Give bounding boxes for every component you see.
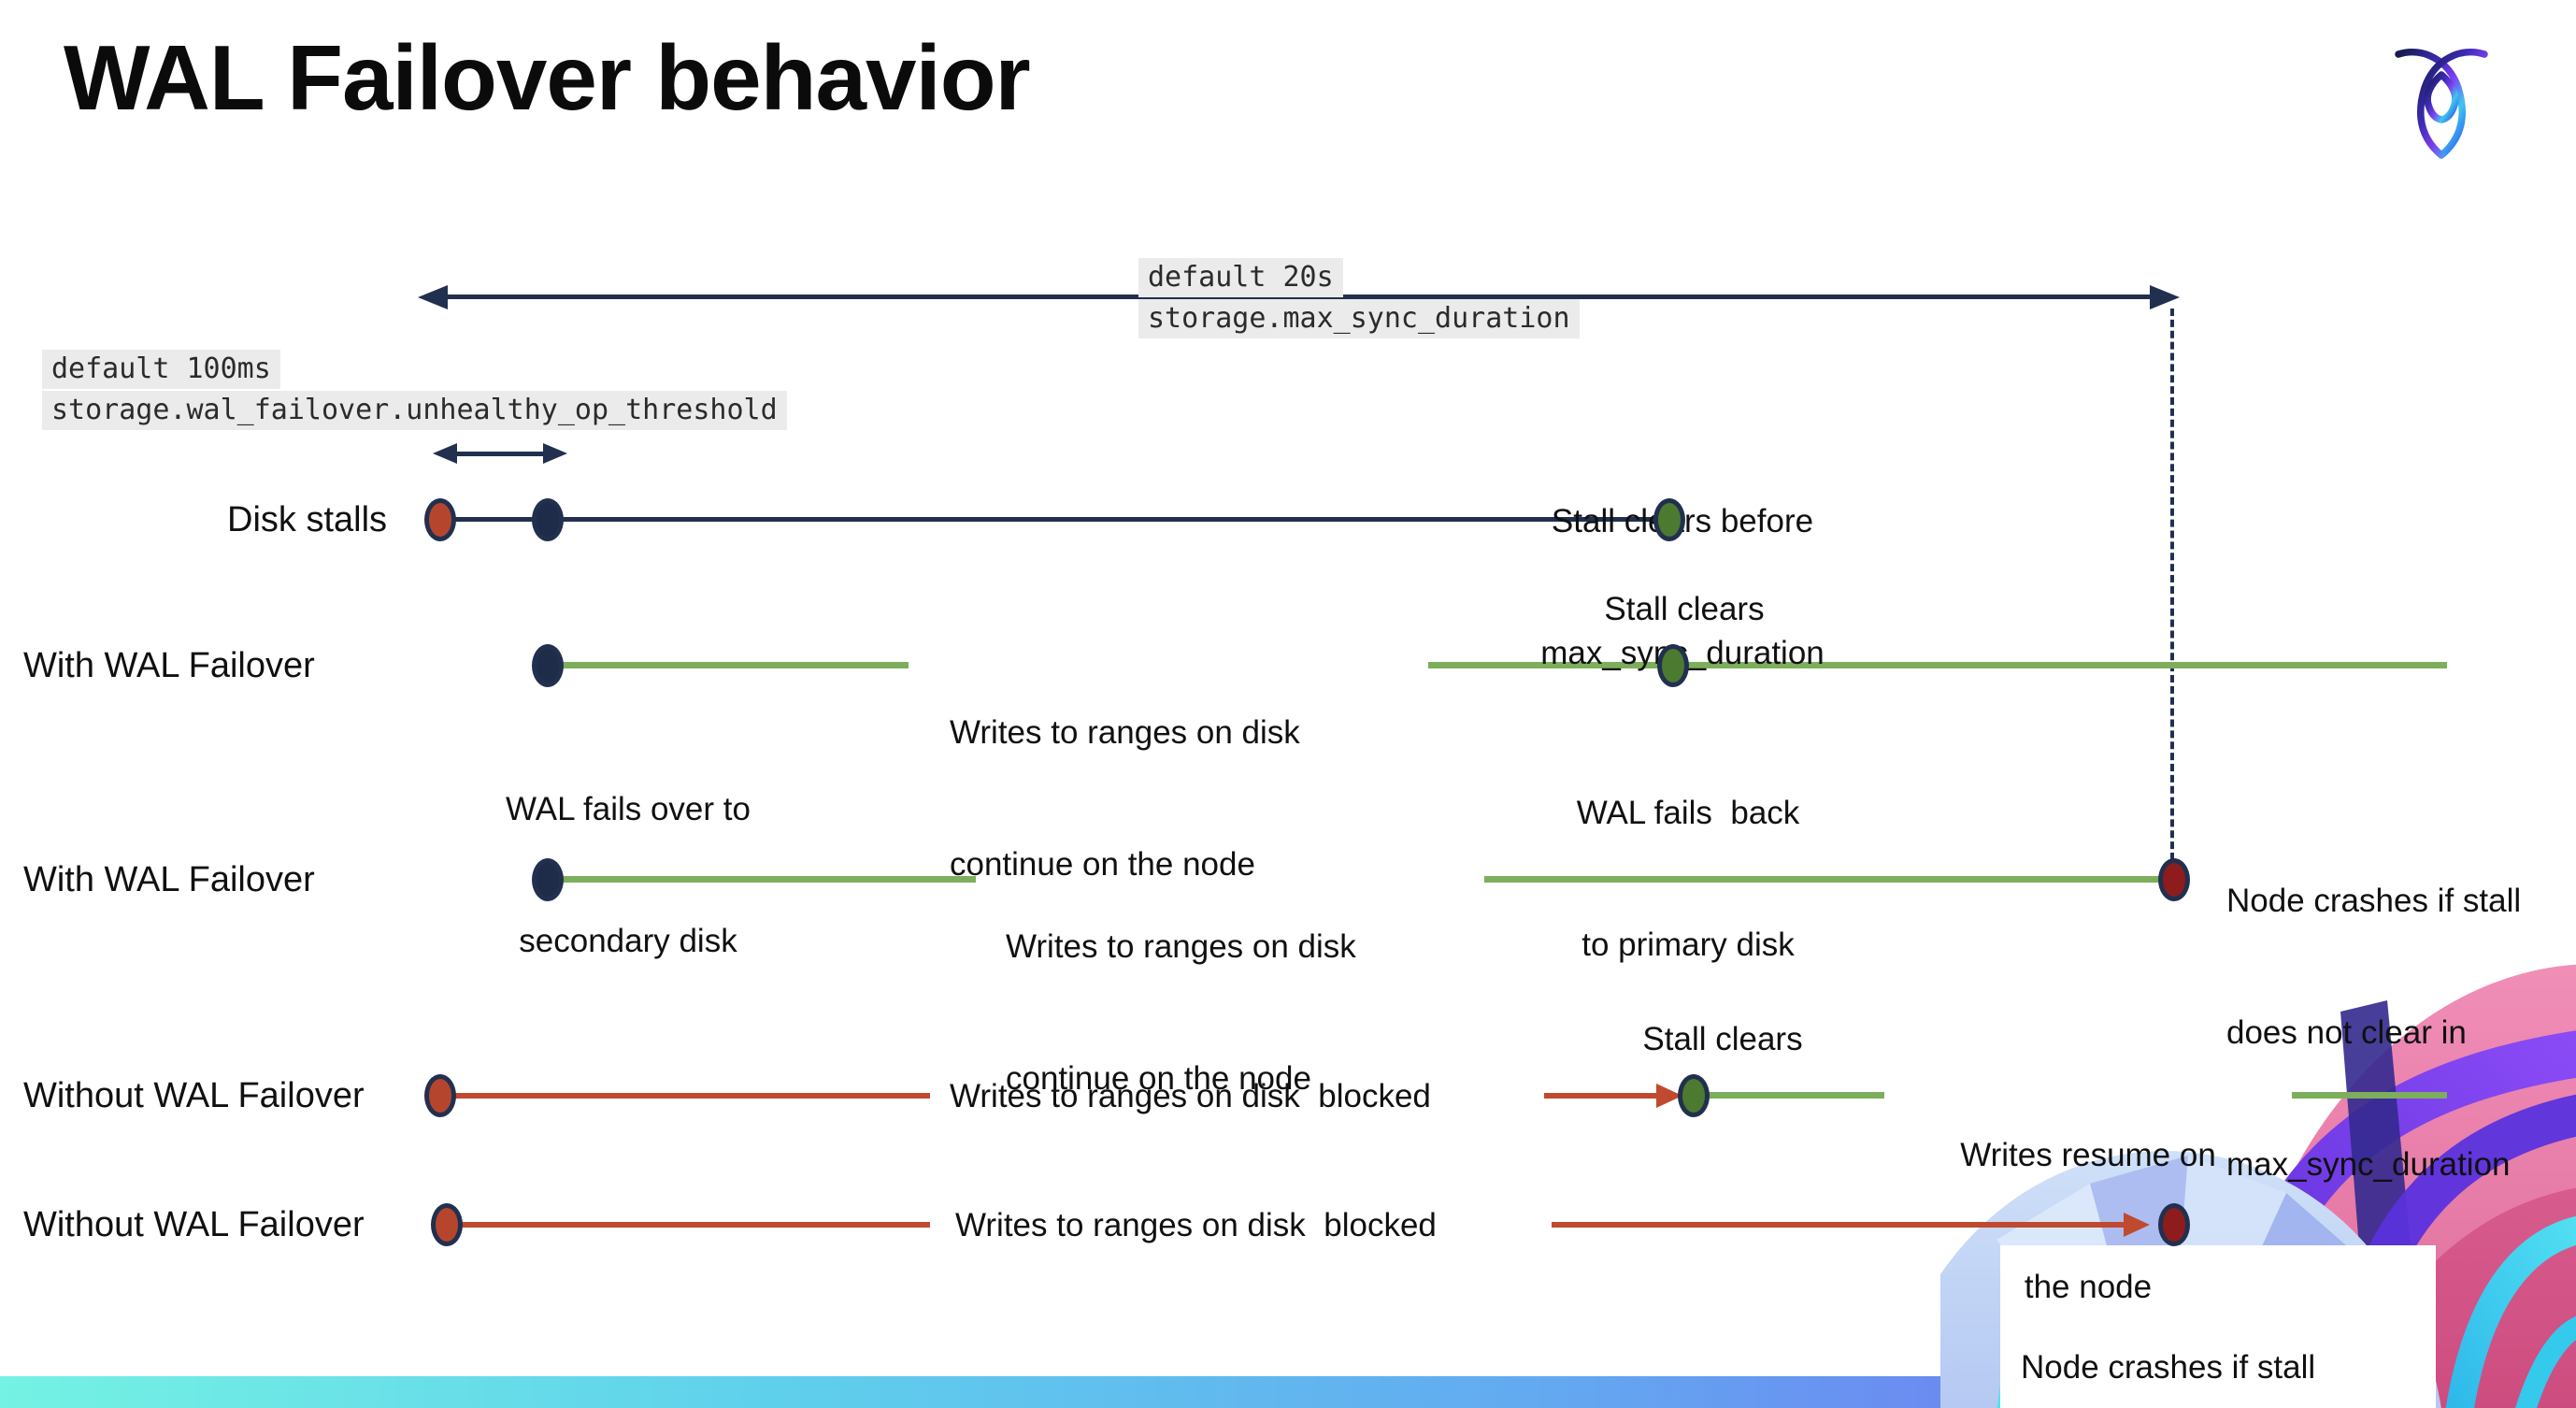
stall-clears-note: Stall clears	[1642, 1021, 1803, 1057]
unhealthy-op-setting-label: storage.wal_failover.unhealthy_op_thresh…	[42, 391, 787, 430]
row-label-without-wal-2: Without WAL Failover	[23, 1205, 365, 1244]
max-sync-setting-label: storage.max_sync_duration	[1138, 299, 1580, 338]
writes-blocked-line	[444, 1093, 930, 1099]
writes-continue-line	[1428, 662, 2447, 668]
stall-clears-note: Stall clears	[1604, 591, 1765, 627]
disk-stall-timeline-line	[440, 517, 1669, 522]
cockroachdb-mark	[2395, 49, 2488, 159]
writes-continue-note: Writes to ranges on disk continue on the…	[1006, 928, 1356, 1097]
writes-resume-note: Writes resume on the node	[1960, 1137, 2216, 1305]
crash-time-marker-line	[2170, 309, 2174, 860]
failover-trigger-dot	[532, 498, 564, 541]
wal-failback-note: WAL fails back to primary disk	[1576, 795, 1800, 963]
wal-failover-note: WAL fails over to secondary disk	[506, 791, 751, 959]
writes-blocked-note: Writes to ranges on disk blocked	[950, 1078, 1431, 1114]
node-crash-callout-box	[2000, 1245, 2436, 1408]
writes-blocked-note: Writes to ranges on disk blocked	[955, 1207, 1437, 1243]
failover-trigger-dot	[532, 644, 564, 687]
writes-blocked-line	[1552, 1222, 2124, 1228]
stall-start-dot	[424, 498, 456, 541]
stall-clear-dot	[1653, 498, 1685, 541]
writes-continue-line	[551, 662, 909, 668]
row-label-with-wal-1: With WAL Failover	[23, 646, 315, 685]
arrowhead-right-icon	[543, 443, 567, 464]
node-crash-dot	[2158, 858, 2190, 901]
failover-trigger-dot	[532, 858, 564, 901]
row-label-with-wal-2: With WAL Failover	[23, 860, 315, 899]
row-label-disk-stalls: Disk stalls	[227, 500, 388, 539]
page-title: WAL Failover behavior	[64, 26, 1031, 129]
writes-continue-note: Writes to ranges on disk continue on the…	[950, 714, 1300, 883]
row-label-without-wal-1: Without WAL Failover	[23, 1076, 365, 1115]
writes-continue-line	[1484, 876, 2174, 883]
stall-start-dot	[431, 1203, 463, 1246]
node-crash-note: Node crashes if stall does not clear in …	[2226, 883, 2522, 1183]
writes-blocked-line	[1544, 1093, 1658, 1099]
node-crash-dot	[2158, 1203, 2190, 1246]
max-sync-default-label: default 20s	[1138, 258, 1343, 297]
stall-clear-dot	[1657, 644, 1689, 687]
unhealthy-op-threshold-span-arrow	[447, 452, 548, 456]
arrowhead-right-icon	[2150, 285, 2180, 309]
writes-continue-line	[551, 876, 976, 883]
cockroachdb-logo-icon	[2395, 47, 2488, 163]
stall-start-dot	[424, 1074, 456, 1117]
arrowhead-right-icon	[2124, 1213, 2150, 1237]
arrowhead-left-icon	[433, 443, 457, 464]
node-crash-note: Node crashes if stall does not clear in …	[2021, 1349, 2316, 1386]
writes-blocked-line	[451, 1222, 930, 1228]
arrowhead-left-icon	[418, 285, 448, 309]
writes-resume-line	[1697, 1092, 1884, 1099]
writes-resume-line	[2292, 1092, 2447, 1099]
stall-clear-dot	[1678, 1074, 1710, 1117]
unhealthy-op-default-label: default 100ms	[42, 350, 280, 389]
